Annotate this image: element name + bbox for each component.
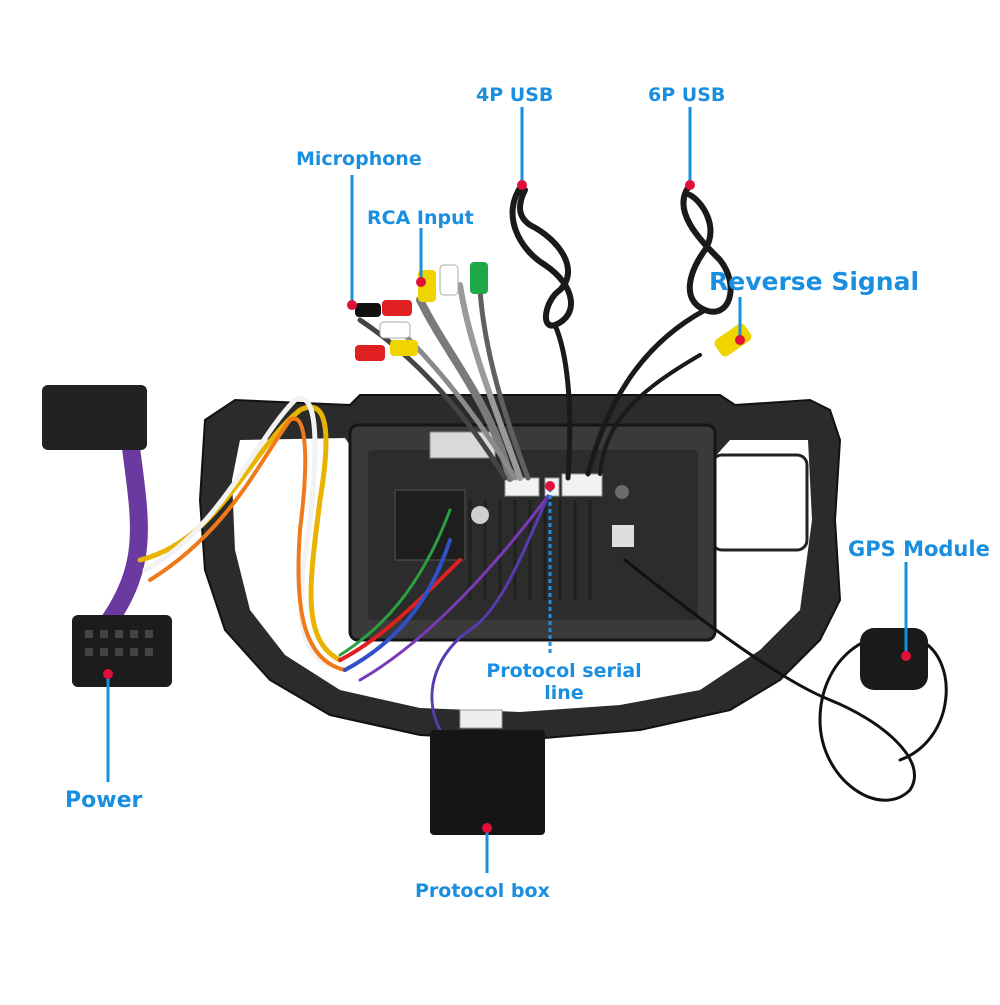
cables xyxy=(101,182,948,802)
label-protocol-serial-line-2: line xyxy=(544,682,584,704)
harness-plug-b xyxy=(561,473,603,497)
protocol-box-plug xyxy=(459,709,503,729)
label-protocol-serial-line: Protocol serial line xyxy=(484,660,644,704)
power-connector xyxy=(42,385,172,687)
label-gps-module: GPS Module xyxy=(848,537,990,561)
reverse-signal-plug xyxy=(714,323,752,357)
main-connector-socket xyxy=(394,489,466,561)
fuse-screw xyxy=(471,506,489,524)
bezel-opening xyxy=(232,438,812,712)
label-protocol-box: Protocol box xyxy=(415,880,550,902)
label-reverse-signal: Reverse Signal xyxy=(709,267,920,296)
label-microphone: Microphone xyxy=(296,148,422,170)
heatsink-ribs xyxy=(468,500,592,600)
label-protocol-serial-line-1: Protocol serial xyxy=(486,660,642,682)
label-4p-usb: 4P USB xyxy=(476,84,554,106)
label-6p-usb: 6P USB xyxy=(648,84,726,106)
label-power: Power xyxy=(65,788,143,813)
right-vent-opening xyxy=(710,453,809,552)
label-rca-input: RCA Input xyxy=(367,207,474,229)
antenna-port xyxy=(615,485,629,499)
gps-module xyxy=(860,628,928,690)
protocol-box xyxy=(430,730,545,835)
gps-port xyxy=(612,525,634,547)
callout-pointers xyxy=(103,107,911,873)
